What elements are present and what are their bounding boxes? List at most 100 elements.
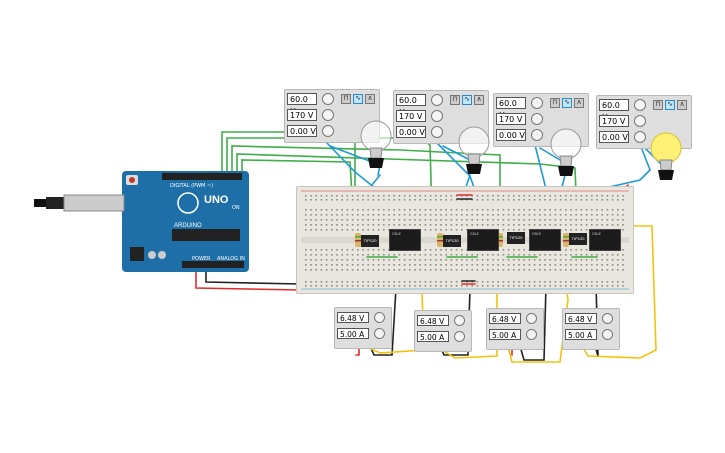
square-wave-button[interactable]: ⊓ xyxy=(341,94,351,104)
light-bulb-2[interactable] xyxy=(454,124,494,180)
light-bulb-1[interactable] xyxy=(356,118,396,174)
current-knob[interactable] xyxy=(602,329,613,340)
frequency-display: 60.0 Hz xyxy=(496,97,526,120)
brand-label: ARDUINO xyxy=(174,223,202,229)
frequency-display: 60.0 Hz xyxy=(599,99,629,122)
square-wave-button[interactable]: ⊓ xyxy=(550,98,560,108)
wire-green-3[interactable] xyxy=(231,145,501,215)
current-display: 5.00 A xyxy=(489,329,521,340)
frequency-display: 60.0 Hz xyxy=(396,94,426,117)
voltage-display: 6.48 V xyxy=(489,313,521,324)
transistor-label: TIP120 xyxy=(509,235,523,240)
transistor-3[interactable]: TIP120 xyxy=(507,232,525,244)
square-wave-button[interactable]: ⊓ xyxy=(450,95,460,105)
sine-wave-button[interactable]: ∿ xyxy=(562,98,572,108)
sine-wave-button[interactable]: ∿ xyxy=(353,94,363,104)
resistor-2[interactable] xyxy=(435,231,445,249)
power-supply-3[interactable]: 6.48 V 5.00 A xyxy=(486,308,544,350)
offset-display: 0.00 V xyxy=(599,131,629,143)
bulb-socket xyxy=(558,166,574,176)
amplitude-display: 170 V xyxy=(496,113,526,125)
arduino-uno-board[interactable]: DIGITAL (PWM ~) POWER ANALOG IN ON ARDUI… xyxy=(122,167,250,273)
frequency-knob[interactable] xyxy=(431,94,443,106)
offset-knob[interactable] xyxy=(431,126,443,138)
wire-yellow-4[interactable] xyxy=(581,225,657,359)
transistor-label: TIP120 xyxy=(445,238,459,243)
power-supply-2[interactable]: 6.48 V 5.00 A xyxy=(414,310,472,352)
resistor-1[interactable] xyxy=(353,231,363,249)
relay-2[interactable]: G5LE xyxy=(467,229,499,251)
voltage-knob[interactable] xyxy=(454,315,465,326)
function-generator-3[interactable]: 60.0 Hz 170 V 0.00 V ⊓ ∿ ∧ xyxy=(493,93,589,147)
wire-black-ps1[interactable] xyxy=(369,287,397,356)
bulb-socket xyxy=(466,164,482,174)
wire-yellow-2[interactable] xyxy=(435,231,498,359)
triangle-wave-button[interactable]: ∧ xyxy=(574,98,584,108)
transistor-2[interactable]: TIP120 xyxy=(443,235,461,247)
arduino-graphic: DIGITAL (PWM ~) POWER ANALOG IN ON ARDUI… xyxy=(122,171,249,272)
voltage-knob[interactable] xyxy=(602,313,613,324)
transistor-label: TIP120 xyxy=(363,238,377,243)
offset-display: 0.00 V xyxy=(496,129,526,141)
voltage-display: 6.48 V xyxy=(337,312,369,323)
power-label: POWER xyxy=(192,256,211,262)
wire-blue-7[interactable] xyxy=(539,147,561,161)
wire-black-ps3[interactable] xyxy=(519,284,547,361)
frequency-display: 60.0 Hz xyxy=(287,93,317,116)
relay-label: G5LE xyxy=(592,232,601,236)
square-wave-button[interactable]: ⊓ xyxy=(653,100,663,110)
frequency-knob[interactable] xyxy=(531,97,543,109)
offset-knob[interactable] xyxy=(634,131,646,143)
offset-knob[interactable] xyxy=(322,125,334,137)
voltage-knob[interactable] xyxy=(374,312,385,323)
relay-label: G5LE xyxy=(470,232,479,236)
current-knob[interactable] xyxy=(526,329,537,340)
amplitude-knob[interactable] xyxy=(531,113,543,125)
wire-black-arduino[interactable] xyxy=(205,269,301,285)
transistor-4[interactable]: TIP120 xyxy=(569,233,587,245)
bulb-socket xyxy=(368,158,384,168)
relay-label: G5LE xyxy=(392,232,401,236)
wire-blue-6[interactable] xyxy=(442,145,471,161)
breadboard[interactable]: TIP120 TIP120 TIP120 TIP120 G5LE G5LE G5… xyxy=(296,186,634,294)
light-bulb-3[interactable] xyxy=(546,126,586,182)
amplitude-display: 170 V xyxy=(599,115,629,127)
amplitude-knob[interactable] xyxy=(431,110,443,122)
voltage-display: 6.48 V xyxy=(565,313,597,324)
triangle-wave-button[interactable]: ∧ xyxy=(474,95,484,105)
relay-label: G5LE xyxy=(532,232,541,236)
relay-3[interactable]: G5LE xyxy=(529,229,561,251)
power-supply-1[interactable]: 6.48 V 5.00 A xyxy=(334,307,392,349)
relay-1[interactable]: G5LE xyxy=(389,229,421,251)
light-bulb-4[interactable] xyxy=(646,130,686,186)
current-knob[interactable] xyxy=(454,331,465,342)
breadboard-holes xyxy=(301,190,629,290)
frequency-knob[interactable] xyxy=(634,99,646,111)
triangle-wave-button[interactable]: ∧ xyxy=(365,94,375,104)
frequency-knob[interactable] xyxy=(322,93,334,105)
amplitude-knob[interactable] xyxy=(634,115,646,127)
triangle-wave-button[interactable]: ∧ xyxy=(677,100,687,110)
amplitude-display: 170 V xyxy=(287,109,317,121)
current-display: 5.00 A xyxy=(565,329,597,340)
wire-red-arduino[interactable] xyxy=(195,269,301,291)
current-display: 5.00 A xyxy=(417,331,449,342)
amplitude-display: 170 V xyxy=(396,110,426,122)
transistor-label: TIP120 xyxy=(571,236,585,241)
usb-cable[interactable] xyxy=(34,193,126,215)
wire-red-ps1[interactable] xyxy=(355,345,360,356)
relay-4[interactable]: G5LE xyxy=(589,229,621,251)
sine-wave-button[interactable]: ∿ xyxy=(665,100,675,110)
offset-display: 0.00 V xyxy=(287,125,317,137)
transistor-1[interactable]: TIP120 xyxy=(361,235,379,247)
amplitude-knob[interactable] xyxy=(322,109,334,121)
sine-wave-button[interactable]: ∿ xyxy=(462,95,472,105)
offset-knob[interactable] xyxy=(531,129,543,141)
power-supply-4[interactable]: 6.48 V 5.00 A xyxy=(562,308,620,350)
on-label: ON xyxy=(232,205,240,211)
current-display: 5.00 A xyxy=(337,328,369,339)
voltage-display: 6.48 V xyxy=(417,315,449,326)
resistor-4[interactable] xyxy=(561,231,571,249)
voltage-knob[interactable] xyxy=(526,313,537,324)
current-knob[interactable] xyxy=(374,328,385,339)
